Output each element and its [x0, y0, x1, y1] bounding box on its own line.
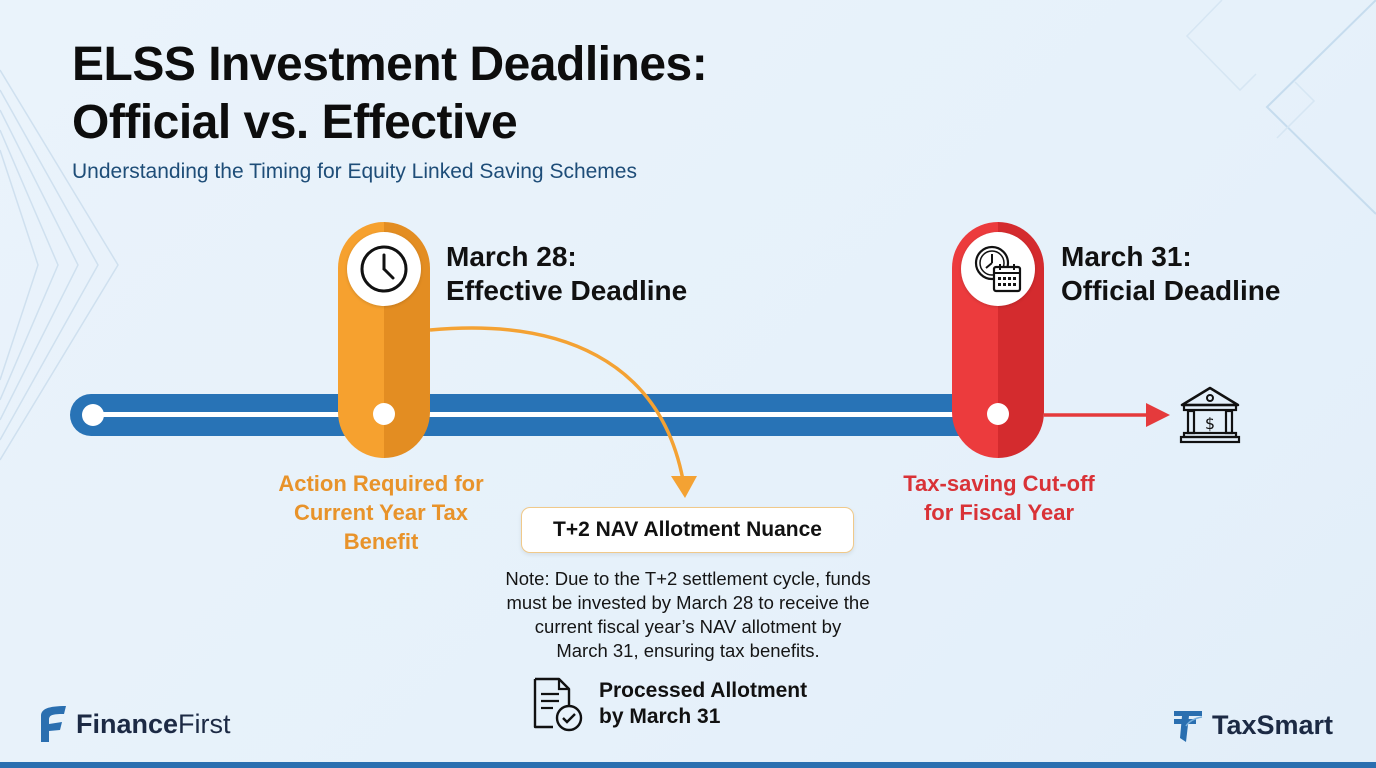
timeline-line [94, 412, 994, 417]
processed-line-2: by March 31 [599, 705, 721, 728]
effective-deadline-marker [338, 222, 430, 458]
document-check-icon [533, 677, 583, 732]
title-line-2: Official vs. Effective [72, 96, 518, 149]
official-deadline-dot [987, 403, 1009, 425]
effective-deadline-dot [373, 403, 395, 425]
official-deadline-heading: March 31: Official Deadline [1061, 241, 1281, 306]
title-line-1: ELSS Investment Deadlines: [72, 38, 708, 91]
page-subtitle: Understanding the Timing for Equity Link… [72, 160, 637, 183]
clock-icon [347, 232, 421, 306]
official-deadline-marker [952, 222, 1044, 458]
processed-allotment: Processed Allotment by March 31 [531, 676, 807, 732]
page-title: ELSS Investment Deadlines: Official vs. … [72, 36, 708, 152]
financefirst-logo: FinanceFirst [38, 704, 231, 744]
financefirst-logo-icon [41, 706, 66, 742]
nuance-note: Note: Due to the T+2 settlement cycle, f… [505, 568, 871, 661]
taxsmart-logo-icon [1174, 711, 1203, 742]
svg-text:$: $ [1205, 414, 1215, 433]
effective-deadline-heading: March 28: Effective Deadline [446, 241, 688, 306]
bottom-bar [0, 762, 1376, 768]
bank-icon: $ [1179, 386, 1241, 444]
official-deadline-caption: Tax-saving Cut-off for Fiscal Year [903, 471, 1095, 525]
clock-calendar-icon [961, 232, 1035, 306]
taxsmart-logo: TaxSmart [1172, 708, 1333, 742]
effective-deadline-caption: Action Required for Current Year Tax Ben… [278, 471, 484, 554]
nuance-title-box: T+2 NAV Allotment Nuance [521, 507, 854, 553]
timeline-start-dot [82, 404, 104, 426]
processed-line-1: Processed Allotment [599, 679, 808, 702]
